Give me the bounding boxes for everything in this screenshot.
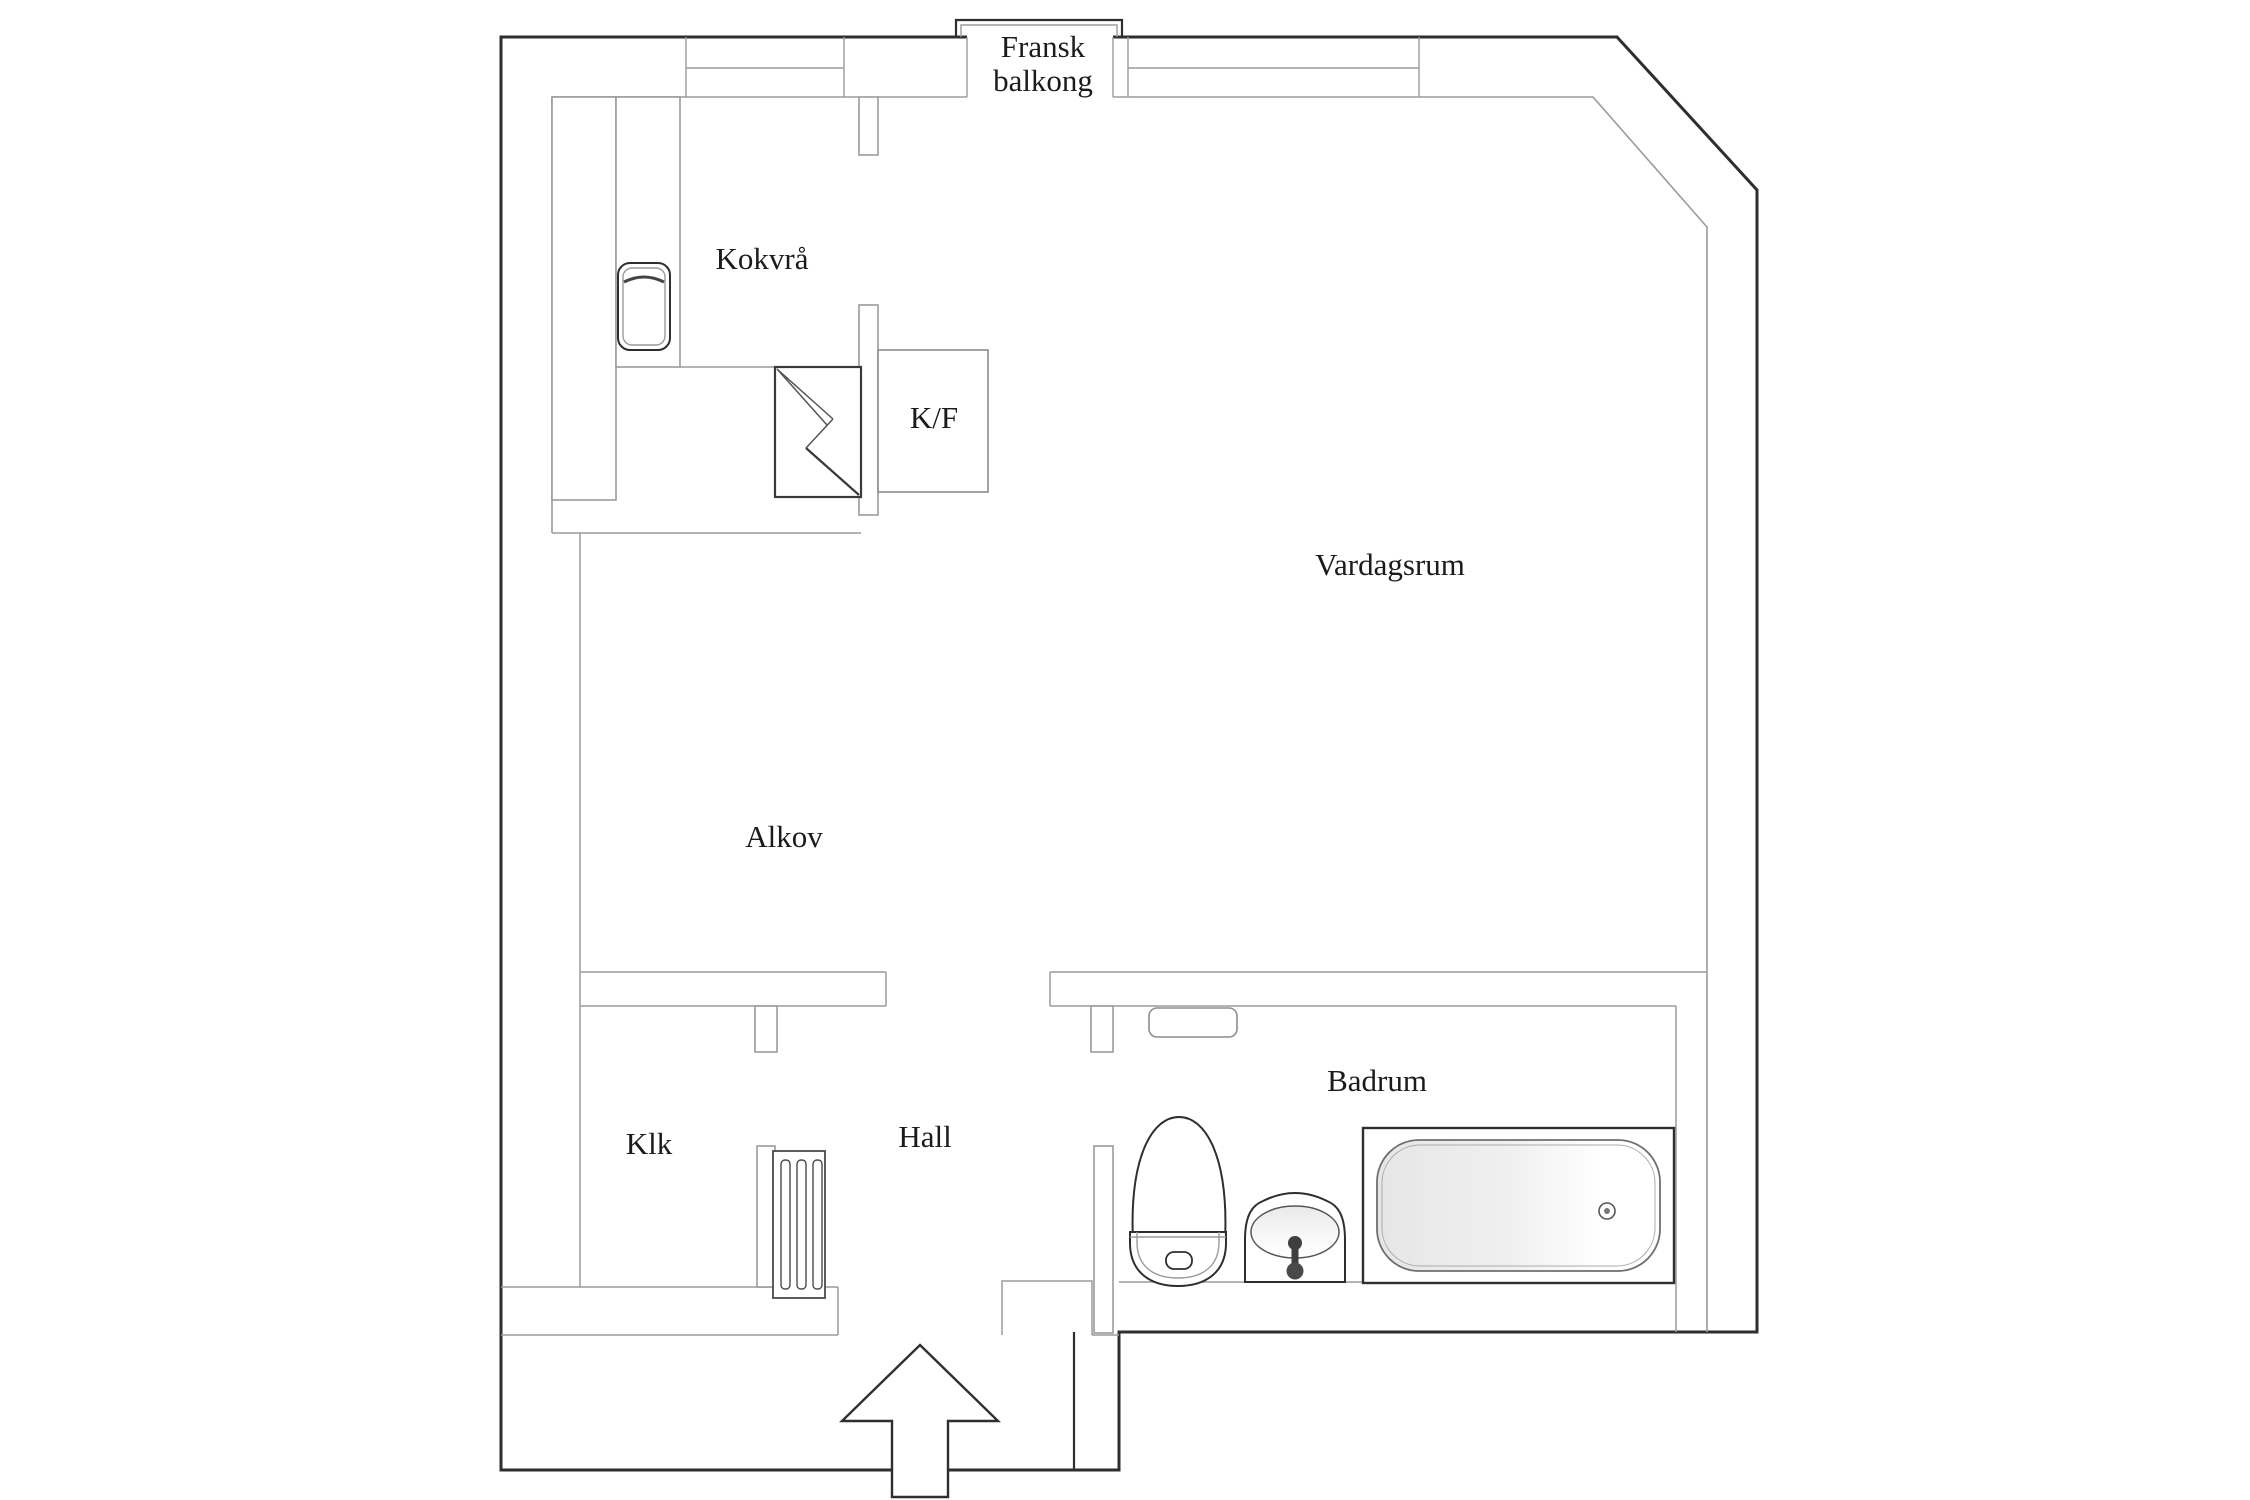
toilet-icon [1129, 1115, 1227, 1288]
fridge-freezer-box [877, 349, 989, 493]
kitchenette-fixtures [551, 96, 989, 501]
bathroom-label: Badrum [1327, 1063, 1427, 1098]
hall-label: Hall [898, 1119, 951, 1154]
interior-walls [501, 96, 1707, 1336]
alcove-boundary-line [552, 532, 861, 1287]
wall-pier-hall-left [754, 1005, 778, 1053]
balcony-outline [954, 18, 1124, 37]
hall-bathroom-wall-band [580, 971, 1707, 1332]
balcony-label-line2: balkong [993, 63, 1093, 98]
kitchen-counter-left [551, 96, 617, 501]
entrance-arrow-icon [839, 1343, 1001, 1499]
bathroom-fixtures [1129, 1007, 1676, 1288]
exterior-walls [499, 35, 1759, 1472]
washbasin-icon [1244, 1191, 1346, 1283]
bathroom-west-wall [1093, 1145, 1114, 1334]
kitchen-wall-stub-upper [858, 96, 879, 156]
french-balcony [954, 18, 1124, 97]
window-left-icon [685, 37, 845, 97]
alcove-label: Alkov [745, 819, 823, 854]
wall-shelf [1148, 1007, 1238, 1038]
drop-leaf-table-icon [773, 365, 863, 499]
wall-pier-hall-right [1090, 1005, 1114, 1053]
balcony-door-jambs [966, 37, 1114, 97]
outer-wall-outline [499, 35, 1759, 1472]
window-right-icon [1127, 37, 1420, 97]
inner-wall-lines [551, 96, 1708, 1332]
windows [685, 37, 1420, 97]
bottom-wall-inner-lines [501, 366, 1363, 1336]
room-labels: Fransk balkong Kokvrå K/F Vardagsrum Alk… [626, 29, 1465, 1161]
bathtub-icon [1361, 1126, 1676, 1285]
fridge-freezer-label: K/F [910, 400, 958, 435]
balcony-label-line1: Fransk [1001, 29, 1086, 64]
radiator-icon [772, 1150, 826, 1299]
closet-label: Klk [626, 1126, 673, 1161]
living-room-label: Vardagsrum [1315, 547, 1465, 582]
balcony-inner-line [960, 24, 1118, 37]
kitchenette-label: Kokvrå [716, 241, 809, 276]
kitchen-sink-icon [617, 262, 671, 351]
